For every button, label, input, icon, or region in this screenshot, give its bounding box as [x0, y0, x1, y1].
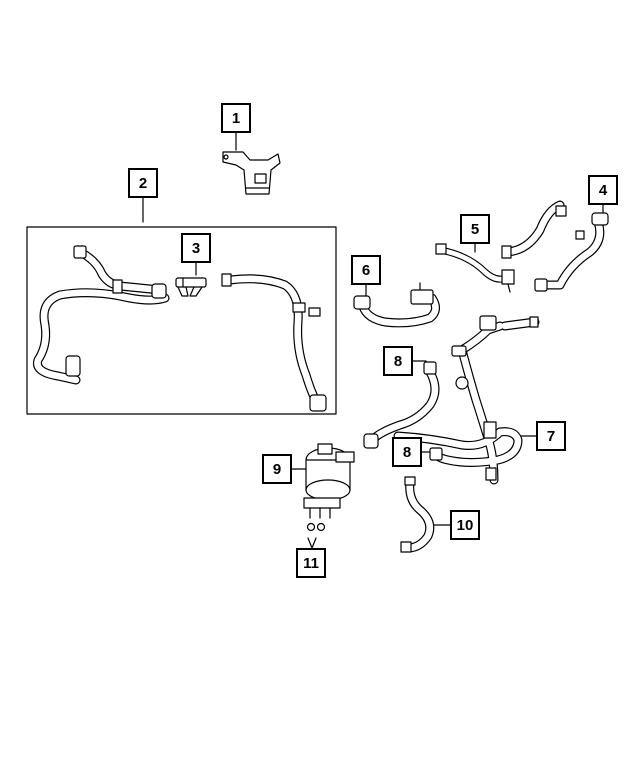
connector-part — [175, 277, 207, 297]
hose-4-clamps — [501, 205, 609, 292]
callout-9: 9 — [262, 454, 292, 484]
callout-2: 2 — [128, 168, 158, 198]
callout-6: 6 — [351, 255, 381, 285]
hose-assembly-left-inner — [34, 248, 322, 408]
hose-5-inner — [437, 247, 509, 282]
callout-4: 4 — [588, 175, 618, 205]
hose-6-fittings — [353, 282, 434, 310]
callout-8-upper: 8 — [383, 346, 413, 376]
hose-10-inner — [404, 478, 434, 552]
callout-7: 7 — [536, 421, 566, 451]
leader-line-11 — [307, 537, 317, 549]
bracket-part — [222, 151, 281, 195]
callout-5: 5 — [460, 214, 490, 244]
nuts-part — [306, 522, 326, 532]
hose-clamps-left — [65, 245, 327, 412]
callout-10: 10 — [450, 510, 480, 540]
hose-4-inner — [504, 201, 604, 289]
hose-5-fittings — [435, 243, 515, 293]
callout-8-lower: 8 — [392, 437, 422, 467]
callout-11: 11 — [296, 548, 326, 578]
hose-bundle-fittings — [363, 315, 539, 481]
callout-1: 1 — [221, 103, 251, 133]
hose-6-inner — [358, 294, 439, 327]
callout-3: 3 — [181, 233, 211, 263]
hose-10-fittings — [400, 476, 416, 553]
water-pump-part — [303, 443, 355, 519]
hose-assembly-left — [32, 247, 323, 409]
hose-group-box — [26, 226, 337, 415]
